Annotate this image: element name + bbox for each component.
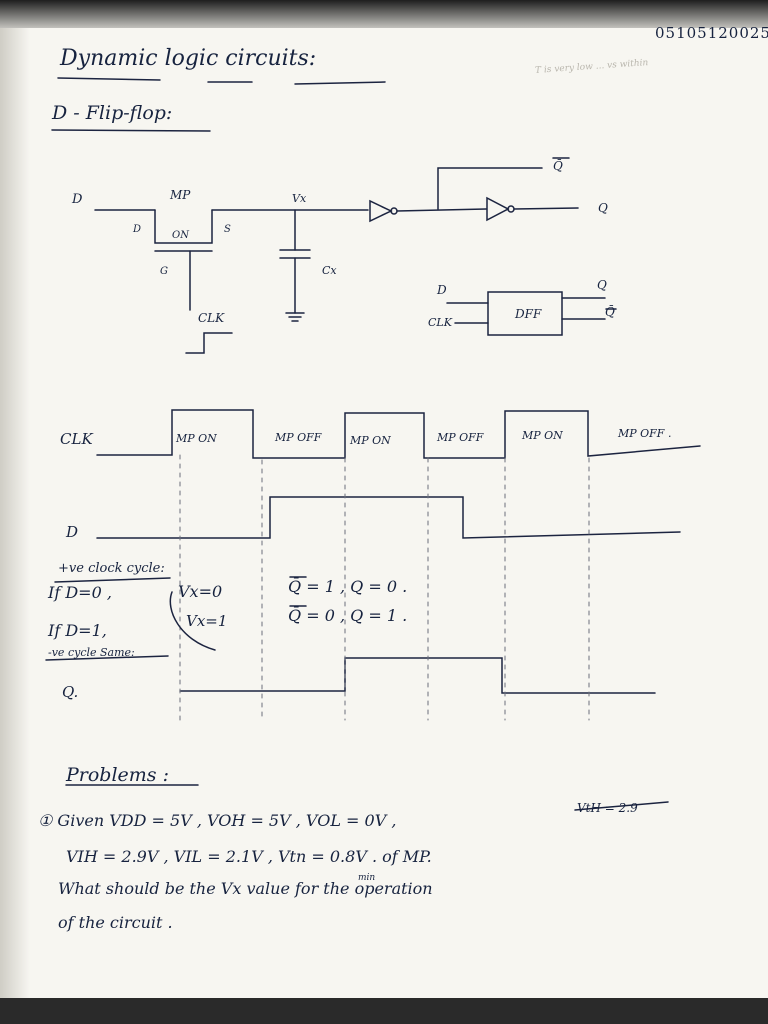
- timing-diagram: [45, 409, 701, 811]
- clk-waveform: [96, 409, 701, 459]
- positive-cycle-note: +ve clock cycle:: [58, 561, 165, 576]
- if-d1-note: If D=1,: [47, 621, 107, 640]
- vx1-note: Vx=1: [186, 612, 227, 630]
- circuit-clock-label: CLK: [198, 311, 225, 325]
- if-d0-note: If D=0 ,: [47, 583, 112, 602]
- struck-value: VtH = 2.9: [577, 801, 638, 815]
- problems-heading: Problems :: [65, 764, 169, 786]
- notebook-page: [0, 28, 768, 998]
- transistor-on-label: ON: [172, 230, 190, 241]
- gate-label: G: [160, 266, 168, 277]
- problem-line-1: ① Given VDD = 5V , VOH = 5V , VOL = 0V ,: [38, 811, 396, 830]
- phase-label: MP OFF: [436, 431, 484, 444]
- timing-d-label: D: [65, 523, 78, 541]
- drain-label: D: [132, 224, 141, 235]
- d-waveform: [96, 496, 681, 539]
- min-mark: min: [358, 873, 375, 883]
- timing-q-label: Q.: [62, 683, 78, 701]
- block-name: DFF: [514, 307, 542, 321]
- subtitle-underline: [51, 129, 211, 132]
- vx0-note: Vx=0: [178, 582, 222, 601]
- block-d-label: D: [436, 283, 447, 297]
- title-underline-1: [57, 77, 161, 81]
- qbar-label: Q̄: [553, 158, 563, 173]
- block-clk-label: CLK: [428, 316, 453, 329]
- source-label: S: [224, 224, 231, 235]
- page-date: 05105120025.: [655, 24, 768, 42]
- title-underline-3: [294, 81, 386, 85]
- dynamic-dff-circuit: [94, 157, 579, 354]
- phase-label: MP ON: [349, 434, 391, 447]
- phase-label: MP ON: [521, 429, 563, 442]
- negative-cycle-note: -ve cycle Same:: [48, 646, 135, 659]
- q-label: Q: [598, 201, 608, 215]
- capacitor-label: Cx: [322, 264, 337, 277]
- transistor-name: MP: [169, 188, 191, 202]
- block-qbar-label: Q̄: [605, 304, 615, 319]
- page-edge-shade: [0, 28, 30, 998]
- problem-line-2: VIH = 2.9V , VIL = 2.1V , Vtn = 0.8V . o…: [66, 847, 432, 866]
- problem-line-3: What should be the Vx value for the oper…: [58, 879, 433, 898]
- phase-label: MP ON: [175, 432, 217, 445]
- section-subtitle: D - Flip-flop:: [52, 102, 173, 124]
- block-q-label: Q: [597, 278, 607, 292]
- q-d1-note: Q̄ = 0 , Q = 1 .: [288, 604, 407, 625]
- node-label: Vx: [292, 192, 307, 205]
- problem-line-4: of the circuit .: [58, 913, 173, 932]
- q-waveform: [179, 657, 656, 694]
- dff-block-diagram: [446, 291, 617, 336]
- q-d0-note: Q̄ = 1 , Q = 0 .: [288, 575, 407, 596]
- phase-label: MP OFF: [274, 431, 322, 444]
- page-title: Dynamic logic circuits:: [60, 46, 317, 71]
- phase-label: MP OFF .: [617, 427, 671, 440]
- timing-clk-label: CLK: [60, 430, 93, 448]
- circuit-input-label: D: [71, 192, 83, 207]
